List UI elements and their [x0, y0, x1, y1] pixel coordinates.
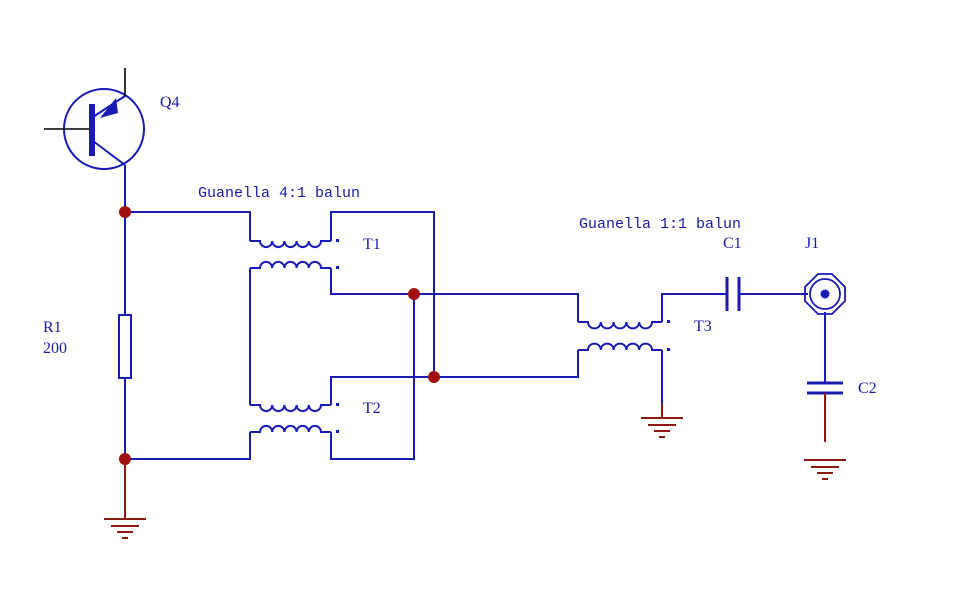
q4-base-bar [89, 104, 95, 156]
polarity-dot [336, 239, 339, 242]
junction-dot [119, 206, 131, 218]
coil-t1-primary [250, 240, 331, 249]
transistor-q4 [44, 68, 145, 170]
wire-t2-secondary-return [330, 294, 415, 460]
label-r1-value: 200 [43, 340, 67, 357]
polarity-dot [336, 266, 339, 269]
coil-t2-secondary [250, 424, 331, 433]
q4-emitter-arrow [100, 98, 118, 118]
label-r1: R1 [43, 319, 62, 336]
ground-symbol-c2 [804, 459, 846, 480]
label-q4: Q4 [160, 94, 180, 111]
ground-symbol-left [104, 459, 146, 539]
j1-ring [809, 278, 841, 310]
polarity-dot [667, 348, 670, 351]
junction-dot [428, 371, 440, 383]
coil-t1-secondary [250, 260, 331, 269]
j1-center-pin [820, 289, 830, 299]
ground-symbol-t3 [641, 404, 683, 438]
label-c2: C2 [858, 380, 877, 397]
capacitor-c2 [807, 381, 843, 395]
junctions [119, 206, 440, 465]
label-t1: T1 [363, 236, 381, 253]
wires [124, 165, 826, 460]
transformer-coils [250, 239, 670, 433]
resistor-r1 [118, 314, 132, 379]
q4-emitter [92, 140, 126, 166]
q4-collector [92, 95, 126, 118]
wire-t1-secondary-out [330, 268, 579, 322]
label-t2: T2 [363, 400, 381, 417]
coil-t2-primary [250, 404, 331, 413]
junction-dot [119, 453, 131, 465]
wire-top-rail [125, 211, 251, 241]
label-balun-1to1: Guanella 1:1 balun [579, 216, 741, 233]
label-t3: T3 [694, 318, 712, 335]
label-j1: J1 [805, 235, 819, 252]
wire-t3-to-c1 [661, 293, 727, 322]
wire-t2-mid-rail [330, 350, 579, 405]
wire-bottom-rail [125, 432, 251, 460]
coil-t3-primary [578, 321, 662, 330]
capacitor-c1 [725, 277, 741, 311]
polarity-dot [336, 403, 339, 406]
junction-dot [408, 288, 420, 300]
coax-connector-j1 [804, 273, 846, 315]
j1-outer [804, 273, 846, 315]
coil-t3-secondary [578, 342, 662, 351]
polarity-dot [667, 320, 670, 323]
polarity-dot [336, 430, 339, 433]
label-balun-4to1: Guanella 4:1 balun [198, 185, 360, 202]
label-c1: C1 [723, 235, 742, 252]
